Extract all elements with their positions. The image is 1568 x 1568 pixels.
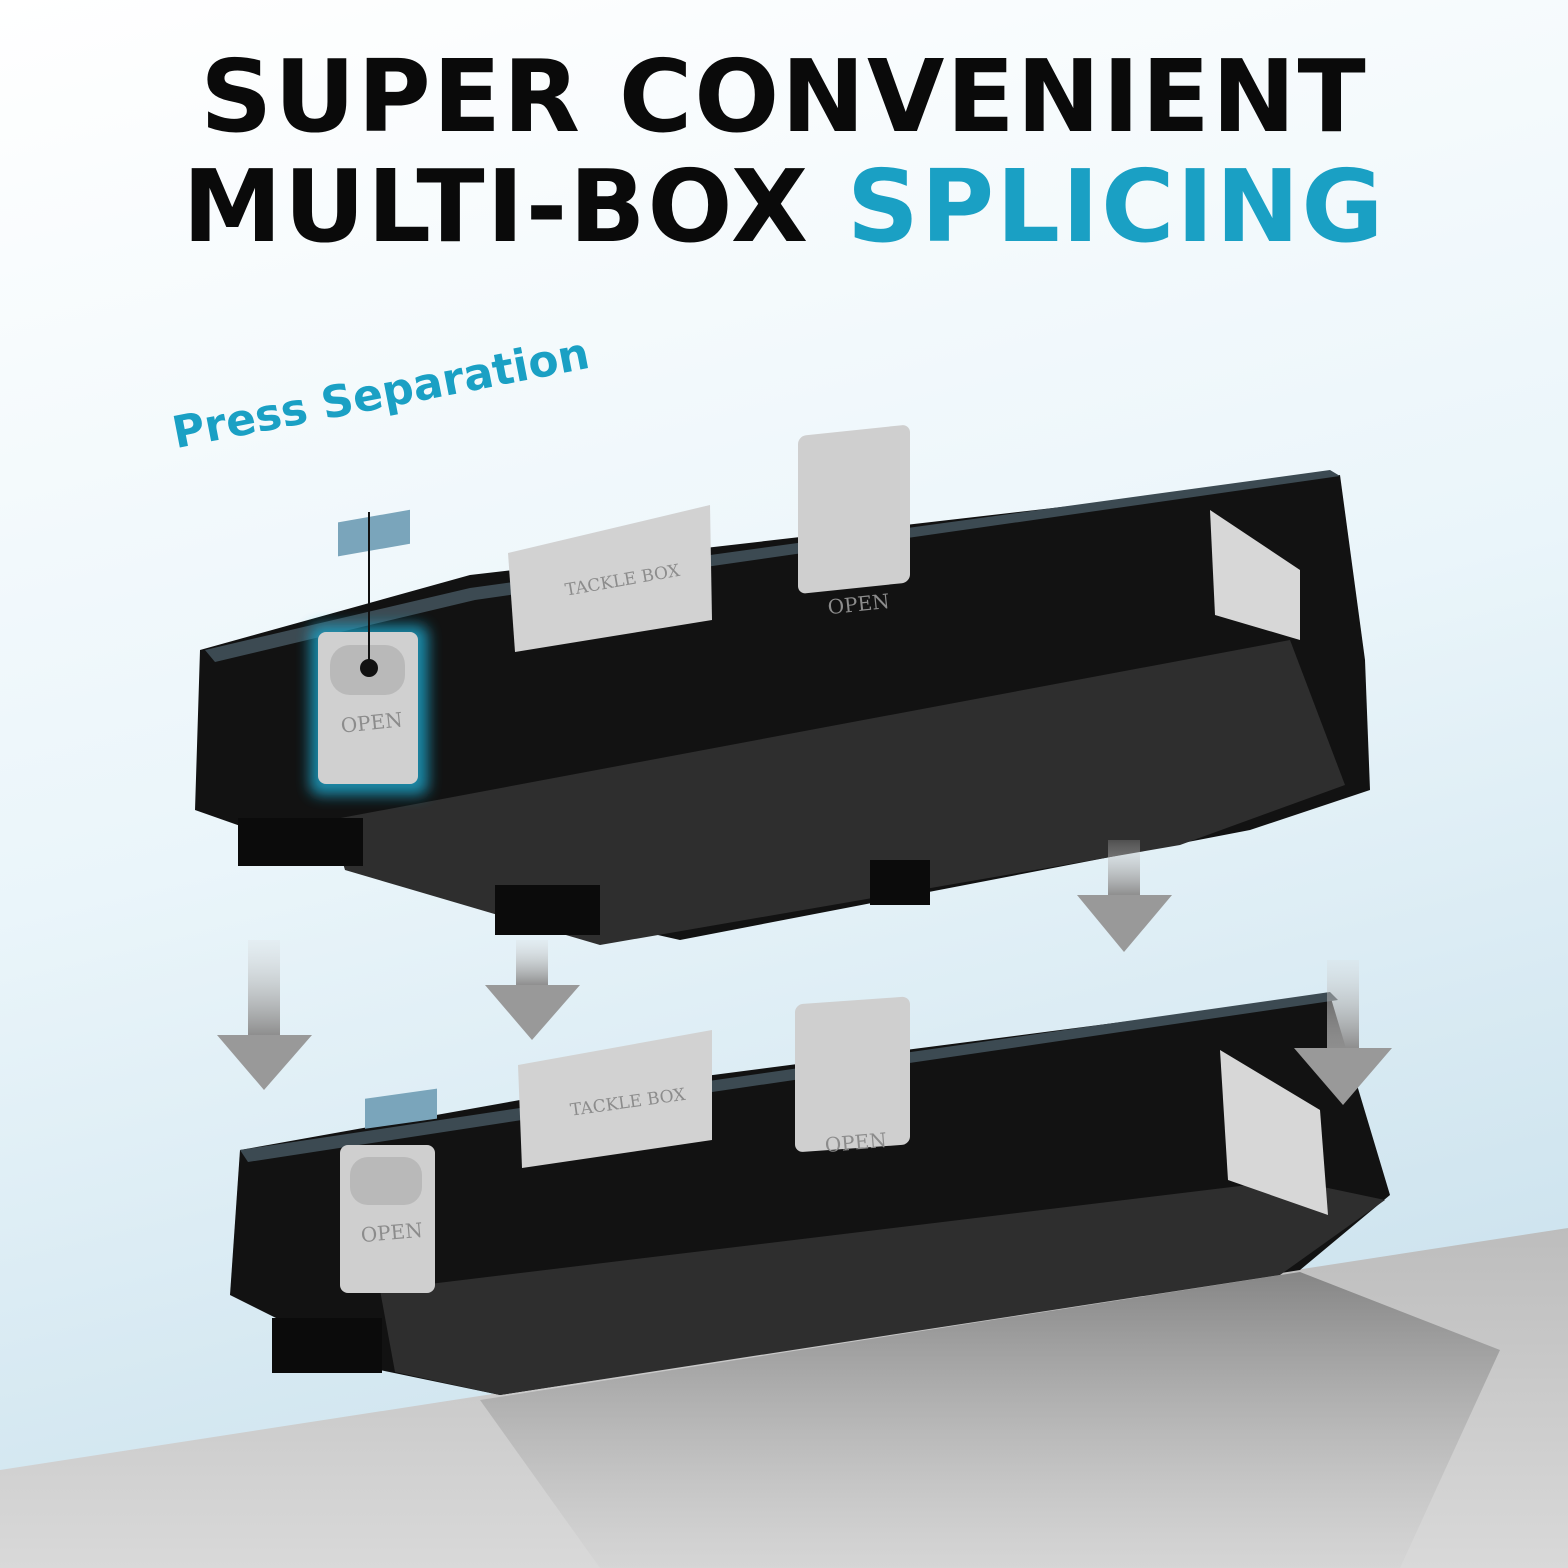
- bottom-box-latch-2[interactable]: [795, 996, 910, 1152]
- bottom-box-foot-1: [272, 1318, 382, 1373]
- callout-dot: [360, 659, 378, 677]
- headline-line-2: MULTI-BOX SPLICING: [0, 152, 1568, 262]
- top-box-hinge-1: [338, 509, 410, 557]
- top-tackle-box: TACKLE BOX OPEN OPEN: [195, 425, 1370, 945]
- arrow-down-icon: [217, 940, 312, 1090]
- top-box-latch-2: [798, 425, 910, 594]
- headline-line-1: SUPER CONVENIENT: [200, 38, 1368, 155]
- bottom-box-lid-tab: [518, 1030, 712, 1168]
- bottom-tackle-box: TACKLE BOX OPEN OPEN: [230, 992, 1390, 1395]
- top-box-foot-2: [495, 885, 600, 935]
- arrow-down-icon: [1294, 960, 1392, 1105]
- top-box-lid-tab: [508, 505, 712, 652]
- bottom-box-bottom-plate: [380, 1180, 1385, 1395]
- bottom-box-lid-rim: [240, 992, 1338, 1162]
- arrow-down-icon: [1077, 840, 1172, 952]
- bottom-box-hinge-1: [365, 1088, 437, 1129]
- headline-line-2-prefix: MULTI-BOX: [182, 148, 847, 265]
- bottom-box-latch-2-label: OPEN: [824, 1128, 888, 1157]
- top-box-foot-1: [238, 818, 363, 866]
- bottom-box-side-tab: [1220, 1050, 1328, 1215]
- top-box-bottom-plate: [330, 640, 1345, 945]
- top-box-lid-rim: [205, 470, 1340, 662]
- bottom-latch-press-button[interactable]: [350, 1157, 422, 1205]
- table-shadow: [480, 1272, 1500, 1568]
- bottom-box-latch-1-label: OPEN: [360, 1218, 424, 1247]
- top-box-side-tab: [1210, 510, 1300, 640]
- headline-accent: SPLICING: [846, 148, 1386, 265]
- arrow-down-icon: [485, 940, 580, 1040]
- top-box-foot-3: [870, 860, 930, 905]
- headline: SUPER CONVENIENT MULTI-BOX SPLICING: [0, 42, 1568, 262]
